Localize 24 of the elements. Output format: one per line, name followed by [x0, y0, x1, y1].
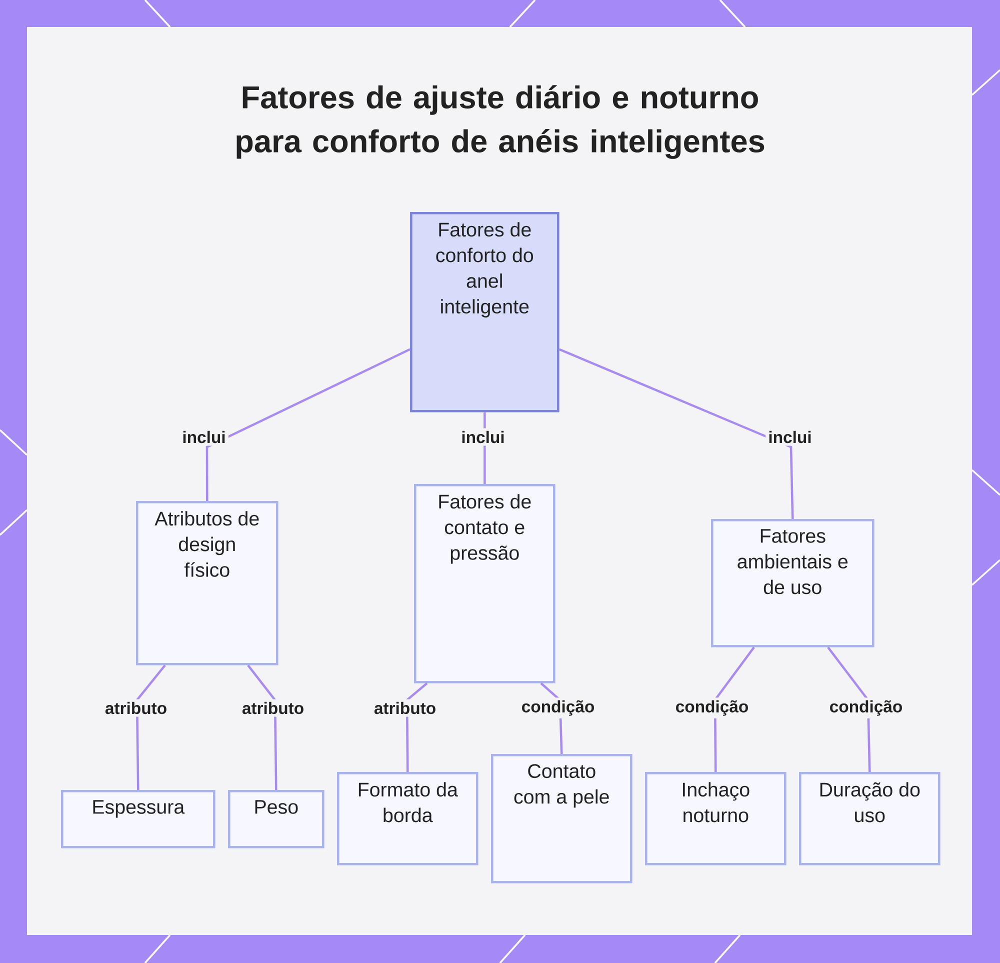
concept-box: Duração do uso	[799, 772, 940, 866]
concept-box: Fatores ambientais e de uso	[711, 519, 874, 648]
edge-label: atributo	[239, 699, 307, 717]
concept-box: Fatores de conforto do anel inteligente	[410, 212, 560, 412]
edge-label: inclui	[180, 428, 228, 446]
concept-box: Espessura	[61, 790, 216, 848]
concept-box: Inchaço noturno	[645, 772, 786, 866]
concept-box: Formato da borda	[337, 772, 478, 866]
concept-box: Fatores de contato e pressão	[414, 484, 556, 684]
connector	[247, 664, 278, 790]
edge-label: atributo	[371, 699, 439, 717]
edge-label: condição	[672, 698, 752, 718]
edge-label: inclui	[458, 428, 508, 446]
connector	[206, 348, 410, 501]
connector	[136, 664, 166, 790]
concept-box: Contato com a pele	[491, 754, 632, 884]
title: Fatores de ajuste diário e noturno para conforto de anéis inteligentes	[236, 85, 764, 159]
edge-label: atributo	[102, 699, 170, 717]
concept-box: Peso	[228, 790, 324, 848]
connector	[558, 348, 794, 520]
edge-label: condição	[826, 698, 906, 718]
edge-label: inclui	[766, 428, 814, 446]
concept-box: Atributos de design físico	[136, 501, 278, 666]
edge-label: condição	[518, 698, 598, 718]
